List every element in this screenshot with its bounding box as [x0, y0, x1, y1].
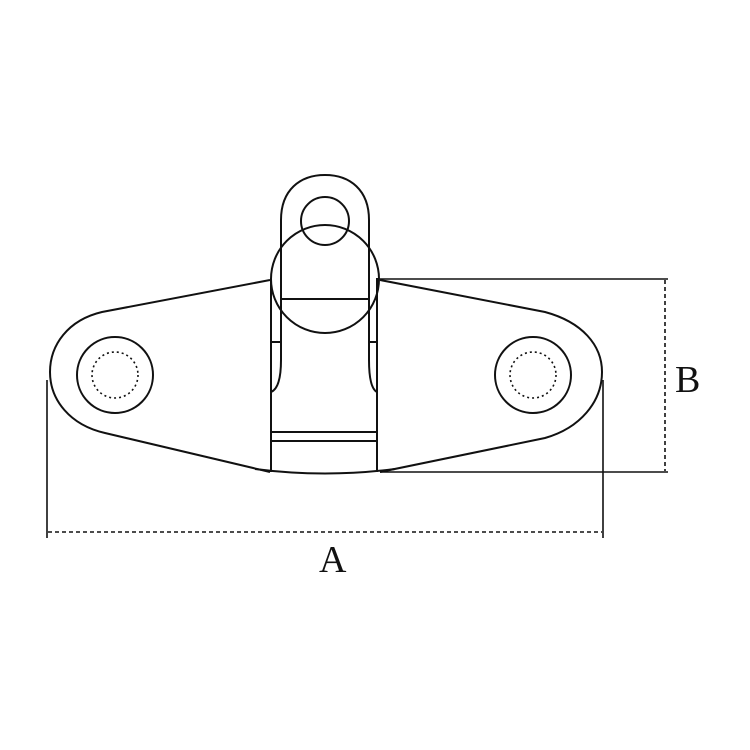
- right-hole-hidden-line: [509, 351, 557, 399]
- right-mounting-hole: [494, 336, 572, 414]
- eye-left-flare: [270, 340, 282, 393]
- dimension-a-label: A: [319, 539, 347, 581]
- left-hole-hidden-line: [91, 351, 139, 399]
- left-mounting-hole: [76, 336, 154, 414]
- base-plate-outline: [48, 279, 604, 473]
- dimension-b-label: B: [675, 359, 701, 401]
- pivot-circle: [270, 224, 380, 334]
- eye-right-flare: [368, 340, 378, 393]
- base-bottom-edge: [254, 468, 396, 475]
- pin-hole: [300, 196, 350, 246]
- eye-loop: [280, 173, 370, 340]
